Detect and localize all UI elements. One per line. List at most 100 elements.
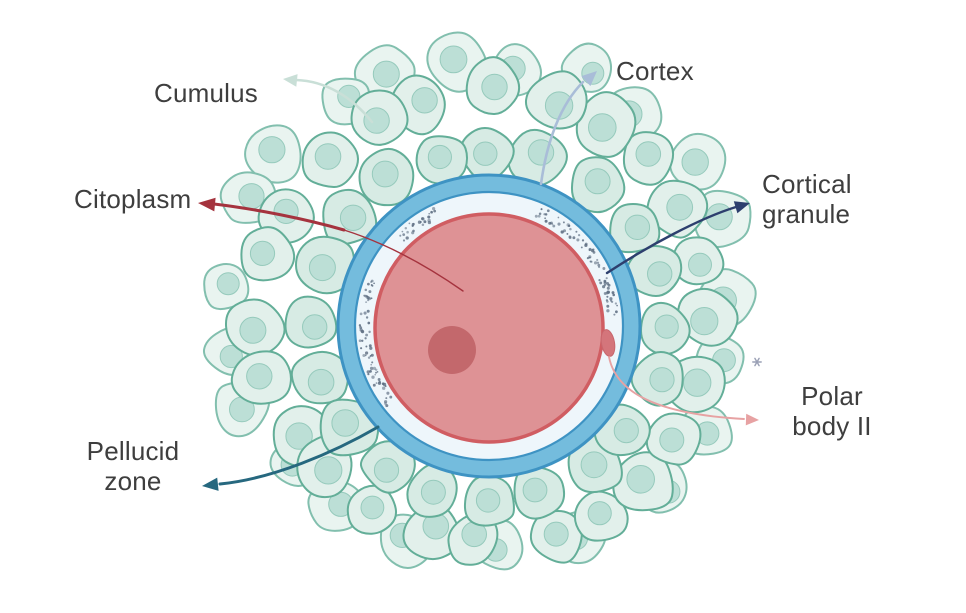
cortical-granule-dot	[605, 299, 609, 302]
cumulus-cell-nucleus	[475, 488, 501, 513]
citoplasm-arrow-head	[198, 197, 216, 212]
cortical-granule-dot	[557, 216, 560, 219]
cortical-granule-dot	[367, 297, 372, 301]
cortical-granule-dot	[604, 281, 606, 283]
cumulus-cell-nucleus	[690, 307, 719, 336]
cortical-granule-dot	[577, 233, 581, 237]
cumulus-cell-nucleus	[626, 465, 656, 494]
cortical-granule-dot	[580, 246, 583, 249]
label-pellucid-zone-line2: zone	[104, 466, 162, 496]
cortical-granule-dot	[614, 302, 618, 305]
cumulus-cell-nucleus	[216, 272, 240, 296]
cortical-granule-dot	[370, 284, 373, 286]
cortical-granule-dot	[365, 351, 369, 355]
cortical-granule-dot	[592, 251, 596, 254]
cortical-granule-dot	[402, 239, 406, 242]
cumulus-cell-nucleus	[624, 214, 651, 241]
cortical-granule-dot	[562, 221, 565, 224]
cortical-granule-dot	[596, 261, 600, 264]
cortical-granule-dot	[371, 361, 374, 364]
oocyte	[336, 173, 642, 479]
cortical-granule-dot	[408, 222, 411, 225]
cortex-arrow-head	[581, 71, 597, 87]
label-cortex: Cortex	[616, 56, 694, 86]
cortical-granule-dot	[596, 258, 599, 262]
cortical-granule-dot	[588, 256, 591, 259]
cortical-granule-dot	[552, 224, 556, 228]
label-citoplasm: Citoplasm	[74, 184, 191, 214]
cortical-granule-dot	[606, 282, 610, 285]
cortical-granule-dot	[368, 344, 372, 348]
cortical-granule-dot	[364, 354, 367, 357]
cortical-granule-dot	[366, 309, 370, 313]
cortical-granule-dot	[364, 288, 368, 292]
cortical-granule-dot	[362, 353, 366, 358]
cumulus-cell-nucleus	[654, 314, 679, 339]
cumulus-cell-nucleus	[439, 45, 468, 74]
cortical-granule-dot	[592, 248, 595, 251]
cortical-granule-dot	[404, 226, 408, 230]
label-cortex-text: Cortex	[616, 56, 694, 86]
label-pellucid-zone-line1: Pellucid	[86, 436, 180, 466]
cortical-granule-dot	[432, 207, 436, 211]
cortical-granule-dot	[427, 218, 431, 223]
cortical-granule-dot	[389, 395, 393, 399]
cytoplasm	[373, 212, 605, 444]
cortical-granule-dot	[370, 353, 374, 357]
cumulus-cell-nucleus	[373, 457, 400, 483]
cortical-granule-dot	[365, 301, 368, 304]
cortical-granule-dot	[430, 210, 433, 214]
label-cumulus-text: Cumulus	[154, 78, 258, 108]
cortical-granule-dot	[605, 277, 608, 280]
cumulus-cell-nucleus	[273, 198, 299, 224]
cortical-granule-dot	[593, 261, 598, 265]
cortical-granule-dot	[421, 223, 425, 226]
cumulus-cell-nucleus	[314, 456, 343, 485]
cortical-granule-dot	[417, 220, 422, 224]
cortical-granule-dot	[581, 239, 585, 242]
cumulus-cell-nucleus	[339, 204, 367, 232]
cumulus-cell-nucleus	[371, 160, 399, 188]
cumulus-cell-nucleus	[308, 254, 336, 282]
asterisk-mark	[752, 357, 762, 367]
cortical-granule-dot	[369, 370, 372, 373]
cumulus-cell-nucleus	[363, 107, 390, 134]
cortical-granule-dot	[615, 310, 618, 314]
cortical-granule-dot	[363, 311, 367, 315]
cortical-granule-dot	[427, 215, 431, 219]
cortical-granule-dot	[566, 232, 569, 235]
cumulus-cell-nucleus	[331, 409, 360, 437]
cortical-granule-dot	[597, 263, 601, 267]
cumulus-cell-nucleus	[427, 144, 452, 170]
cortical-granule-dot	[567, 224, 571, 228]
cortical-granule-dot	[365, 345, 368, 348]
cumulus-arrow-head	[283, 74, 298, 87]
cumulus-cell-nucleus	[411, 87, 438, 114]
cumulus-cell-nucleus	[219, 344, 243, 369]
cumulus-cell-nucleus	[647, 261, 673, 287]
cortical-granule-dot	[385, 397, 388, 400]
cortical-granule-dot	[540, 208, 543, 211]
label-pellucid-zone: Pellucid zone	[66, 436, 200, 496]
cumulus-cell-nucleus	[587, 501, 612, 526]
label-cumulus: Cumulus	[154, 78, 258, 108]
cortical-granule-dot	[372, 383, 376, 387]
cumulus-cell-nucleus	[681, 148, 709, 176]
cortical-granule-dot	[359, 312, 363, 316]
cumulus-cell-nucleus	[649, 367, 675, 393]
cortical-granule-dot	[588, 249, 591, 252]
cumulus-cell-nucleus	[302, 314, 328, 340]
cortical-granule-dot	[369, 346, 373, 350]
cortical-granule-dot	[575, 230, 578, 233]
cortical-granule-dot	[385, 404, 389, 408]
polar-body	[600, 329, 616, 357]
citoplasm-arrow-tail	[343, 229, 464, 292]
cortical-granule-dot	[371, 375, 375, 379]
cumulus-cell-nucleus	[249, 240, 276, 266]
cortical-granule-dot	[364, 337, 367, 340]
cortical-granule-dot	[367, 356, 371, 359]
oocyte-nucleus	[428, 326, 476, 374]
cortical-granule-dot	[358, 339, 362, 343]
